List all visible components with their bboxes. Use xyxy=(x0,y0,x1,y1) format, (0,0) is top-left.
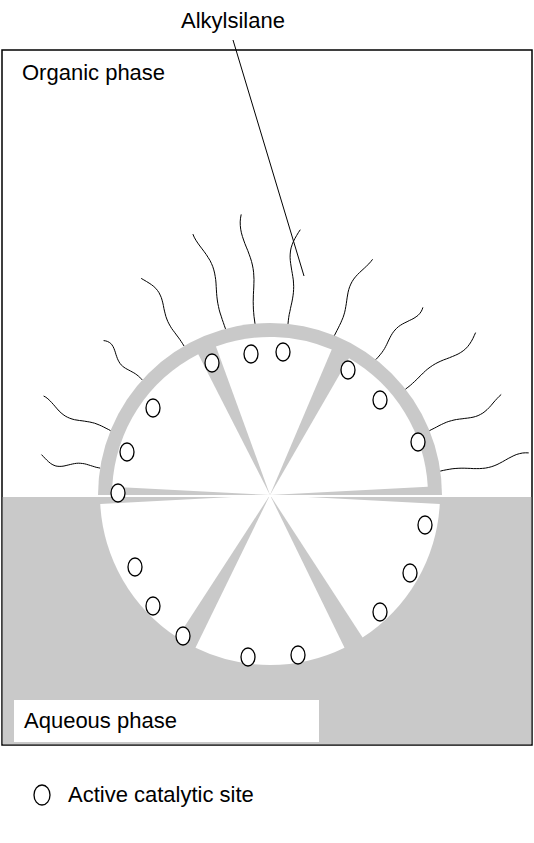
catalytic-site xyxy=(146,399,160,417)
alkylsilane-chains xyxy=(42,214,529,471)
catalytic-site xyxy=(411,433,425,451)
catalytic-site xyxy=(418,516,432,534)
catalytic-sites xyxy=(111,343,432,666)
pore-wedge xyxy=(270,358,428,495)
catalytic-site xyxy=(403,564,417,582)
catalytic-site xyxy=(146,597,160,615)
alkyl-chain xyxy=(376,307,423,359)
catalytic-site xyxy=(205,354,219,372)
region-label: Organic phase xyxy=(22,60,165,86)
legend-site-symbol xyxy=(34,785,50,805)
catalytic-site xyxy=(176,627,190,645)
alkyl-chain xyxy=(240,214,255,323)
alkyl-chain xyxy=(334,259,372,335)
alkyl-chain xyxy=(141,278,184,346)
alkyl-chain xyxy=(42,455,101,469)
catalytic-site xyxy=(128,558,142,576)
region-label: Aqueous phase xyxy=(24,708,309,734)
alkyl-chain xyxy=(406,333,476,390)
alkyl-chain xyxy=(440,453,528,471)
catalytic-site xyxy=(373,391,387,409)
catalytic-site xyxy=(241,648,255,666)
leader-line xyxy=(233,40,304,276)
alkyl-chain xyxy=(430,395,502,431)
catalytic-site xyxy=(373,603,387,621)
alkyl-chain xyxy=(193,234,226,329)
callout-label: Alkylsilane xyxy=(181,8,285,34)
catalytic-site xyxy=(341,361,355,379)
catalytic-site xyxy=(276,343,290,361)
catalytic-site xyxy=(291,646,305,664)
alkyl-chain xyxy=(44,396,111,431)
catalytic-site xyxy=(120,443,134,461)
phase-label-box: Aqueous phase xyxy=(14,700,319,742)
alkyl-chain xyxy=(104,341,143,380)
silica-shell xyxy=(98,323,442,495)
pore-wedge xyxy=(100,495,270,638)
catalytic-site xyxy=(111,484,125,502)
legend-text: Active catalytic site xyxy=(68,782,254,808)
catalytic-site xyxy=(244,345,258,363)
silica-particle xyxy=(98,323,442,665)
